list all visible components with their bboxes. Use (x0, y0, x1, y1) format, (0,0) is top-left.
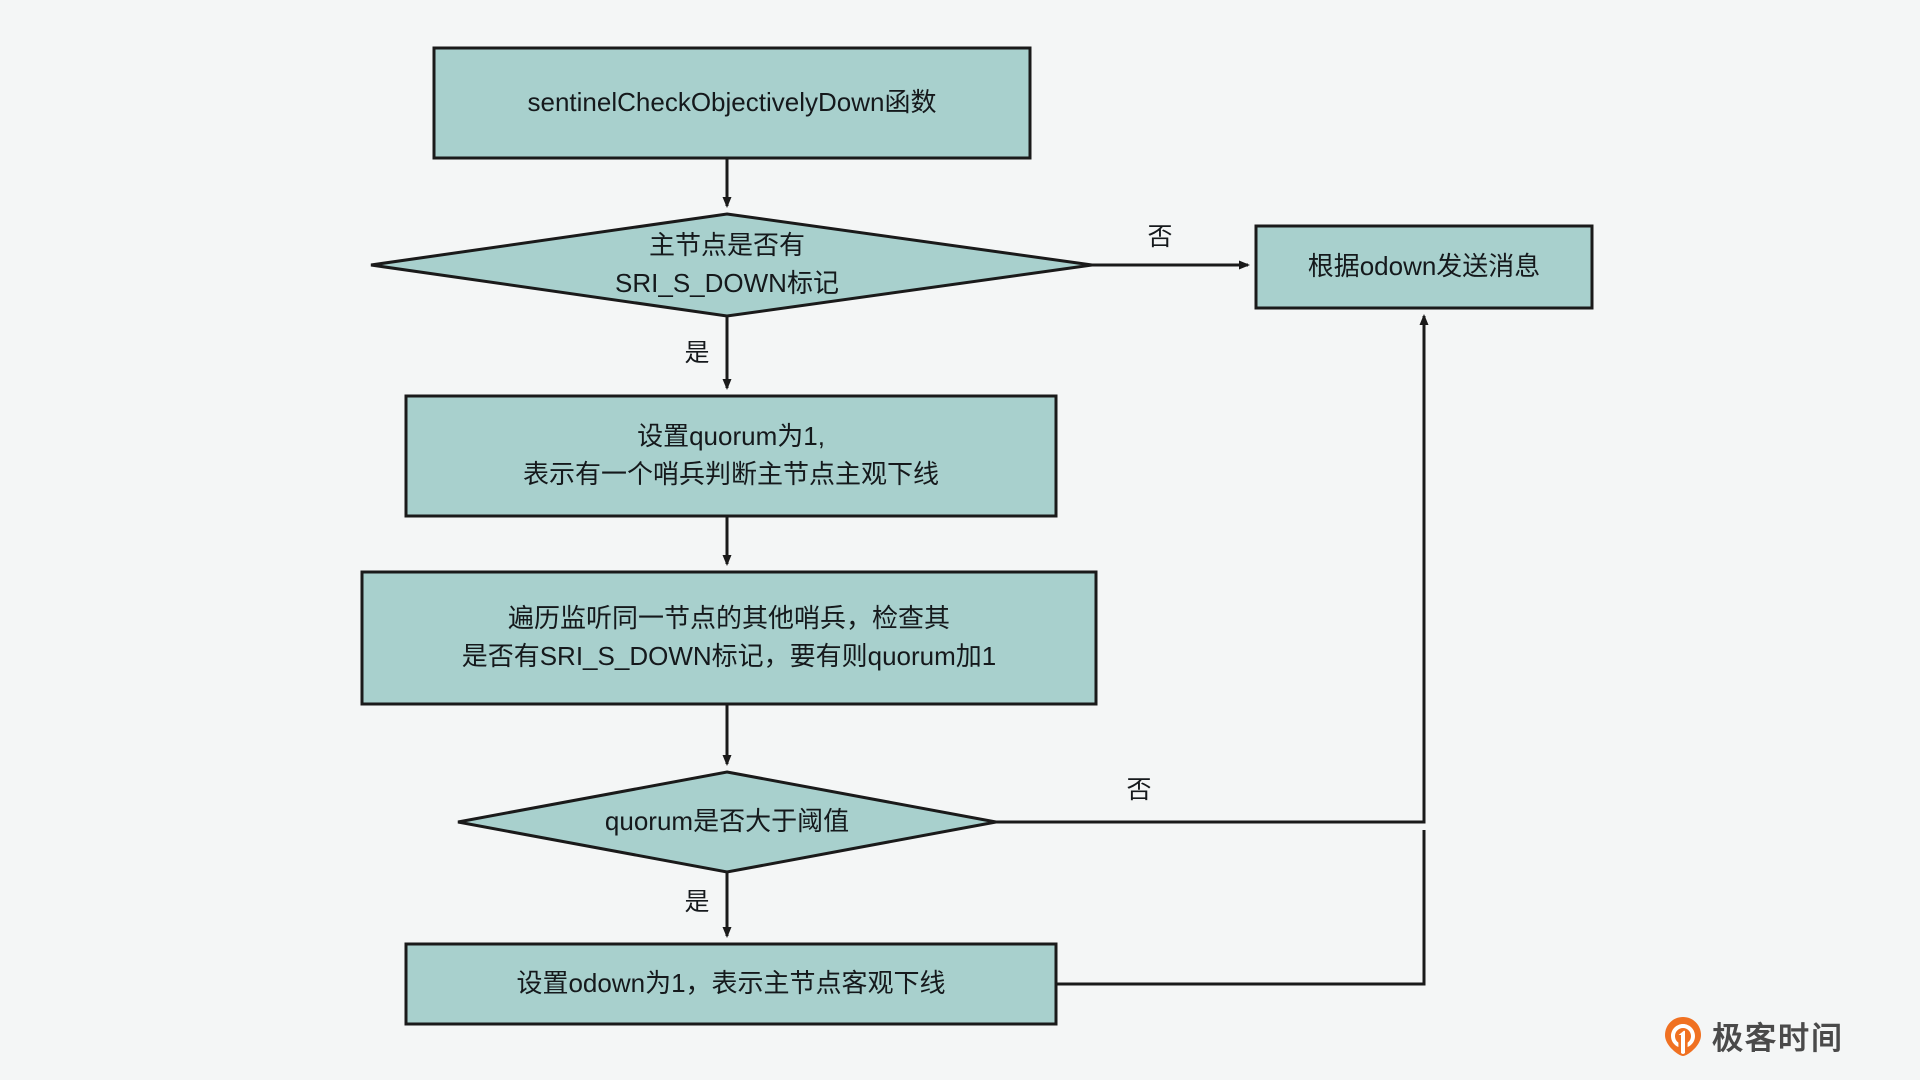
node-set-quorum-shape (404, 394, 1058, 518)
node-start-shape (432, 46, 1032, 160)
geektime-logo-icon (1663, 1016, 1703, 1056)
edge-label-quorum-yes: 是 (684, 888, 710, 916)
node-set-odown-shape (404, 942, 1058, 1026)
node-iterate-sentinels-shape (360, 570, 1098, 706)
node-decision-sdown-shape (370, 212, 1093, 318)
edge-label-sdown-yes: 是 (684, 339, 710, 367)
edge-label-quorum-no: 否 (1126, 776, 1152, 804)
edge-set-odown-to-send-message (1056, 830, 1426, 986)
node-send-message-shape (1254, 224, 1594, 310)
node-decision-quorum-shape (457, 770, 997, 874)
edge-label-sdown-no: 否 (1147, 223, 1173, 251)
edge-decision-quorum-no (996, 314, 1429, 824)
watermark: 极客时间 (1663, 1013, 1844, 1058)
watermark-brand: 极客时间 (1712, 1021, 1844, 1057)
